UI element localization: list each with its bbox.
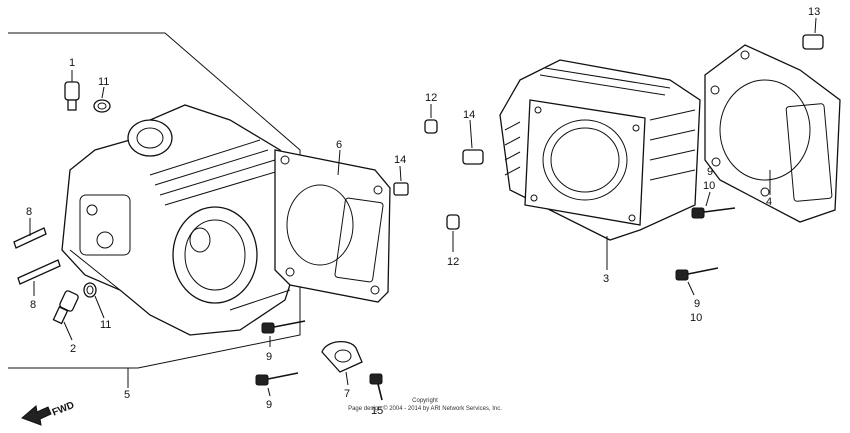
bolt-part-9-cylinder-upper xyxy=(691,191,736,219)
dowel-part-14-right xyxy=(462,119,484,165)
label-11-top: 11 xyxy=(98,76,109,88)
label-7: 7 xyxy=(344,388,350,400)
label-9-cyl-upper: 9 xyxy=(707,166,713,178)
label-15: 15 xyxy=(371,405,383,417)
dowel-part-13 xyxy=(802,17,824,50)
label-4: 4 xyxy=(766,196,772,208)
label-13: 13 xyxy=(808,6,820,18)
label-8-bottom: 8 xyxy=(30,299,36,311)
label-10-cyl-lower: 10 xyxy=(690,312,702,324)
label-12-bottom: 12 xyxy=(447,256,459,268)
cylinder-head xyxy=(61,104,301,336)
label-14-right: 14 xyxy=(463,109,475,121)
washer-part-11-bottom xyxy=(83,282,105,319)
label-14-left: 14 xyxy=(394,154,406,166)
dowel-pins-part-8 xyxy=(13,218,61,296)
washer-part-12-bottom xyxy=(446,214,460,252)
label-10-cyl-upper: 10 xyxy=(703,180,715,192)
dowel-part-14-left xyxy=(393,165,409,196)
label-9-head-lower: 9 xyxy=(266,399,272,411)
label-12-top: 12 xyxy=(425,92,437,104)
copyright-line-1: Copyright xyxy=(412,398,438,404)
label-5: 5 xyxy=(124,389,130,401)
head-gasket xyxy=(274,149,391,303)
label-11-bottom: 11 xyxy=(100,319,111,331)
clip-part-7 xyxy=(321,341,363,386)
bolt-part-9-head-upper xyxy=(261,320,306,347)
bolt-part-15 xyxy=(369,373,383,401)
label-9-head-upper: 9 xyxy=(266,351,272,363)
cylinder-block xyxy=(499,59,701,241)
forward-arrow-icon xyxy=(21,405,52,426)
bolt-part-9-head-lower xyxy=(255,372,299,397)
copyright-line-2: Page design © 2004 - 2014 by ARI Network… xyxy=(348,405,502,412)
washer-part-11-top xyxy=(93,86,111,113)
label-8-top: 8 xyxy=(26,206,32,218)
plug-part-1 xyxy=(64,70,80,111)
label-1: 1 xyxy=(69,57,75,69)
fwd-label: FWD xyxy=(51,400,76,419)
label-2: 2 xyxy=(70,343,76,355)
label-3: 3 xyxy=(603,273,609,285)
plug-part-2 xyxy=(52,290,79,341)
base-gasket xyxy=(704,44,841,223)
bolt-part-9-cylinder-lower xyxy=(675,267,719,296)
label-9-cyl-lower: 9 xyxy=(694,298,700,310)
washer-part-12-top xyxy=(424,104,438,134)
label-6: 6 xyxy=(336,139,342,151)
